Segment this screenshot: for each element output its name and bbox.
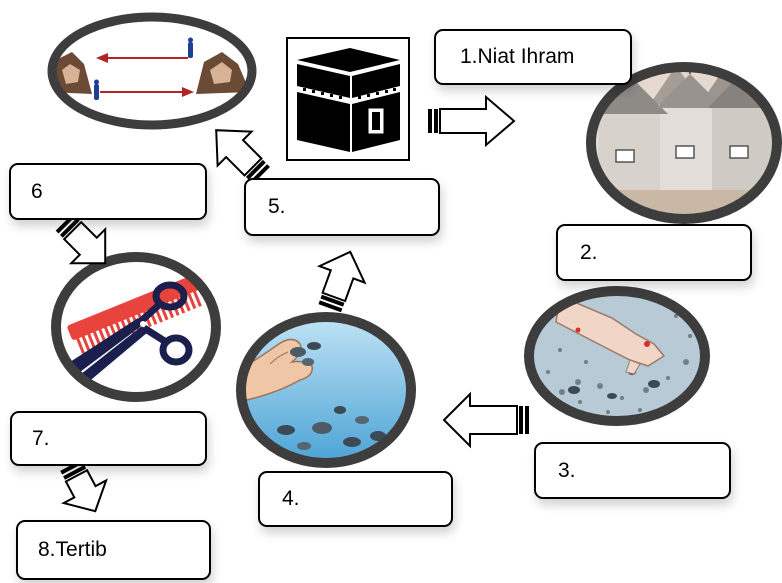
arrow-up-icon [316, 250, 367, 313]
step-label-3: 3. [558, 458, 576, 482]
step-box-4: 4. [258, 471, 453, 527]
arrow-right-icon [428, 94, 516, 148]
arrow-up-left-icon [215, 129, 270, 184]
step-box-7: 7. [10, 411, 207, 466]
tents-icon [586, 62, 782, 224]
step-label-5: 5. [268, 195, 286, 218]
pebble-collecting-icon [524, 286, 710, 426]
step-box-8: 8.Tertib [16, 520, 211, 580]
comb-scissors-icon [51, 252, 221, 402]
step-box-3: 3. [534, 442, 731, 499]
step-box-2: 2. [556, 224, 752, 281]
sai-walking-icon [47, 12, 257, 130]
step-box-6: 6 [9, 163, 207, 220]
step-box-5: 5. [244, 178, 440, 236]
step-box-1: 1.Niat Ihram [434, 29, 632, 85]
kaaba-icon [286, 37, 410, 161]
stone-throwing-icon [236, 312, 416, 468]
step-label-7: 7. [32, 426, 50, 450]
step-label-2: 2. [580, 240, 598, 264]
step-label-8: 8.Tertib [38, 538, 107, 561]
step-label-6: 6 [31, 179, 43, 203]
step-label-1: 1.Niat Ihram [460, 45, 575, 68]
arrow-left-icon [442, 391, 529, 449]
step-label-4: 4. [282, 487, 300, 510]
